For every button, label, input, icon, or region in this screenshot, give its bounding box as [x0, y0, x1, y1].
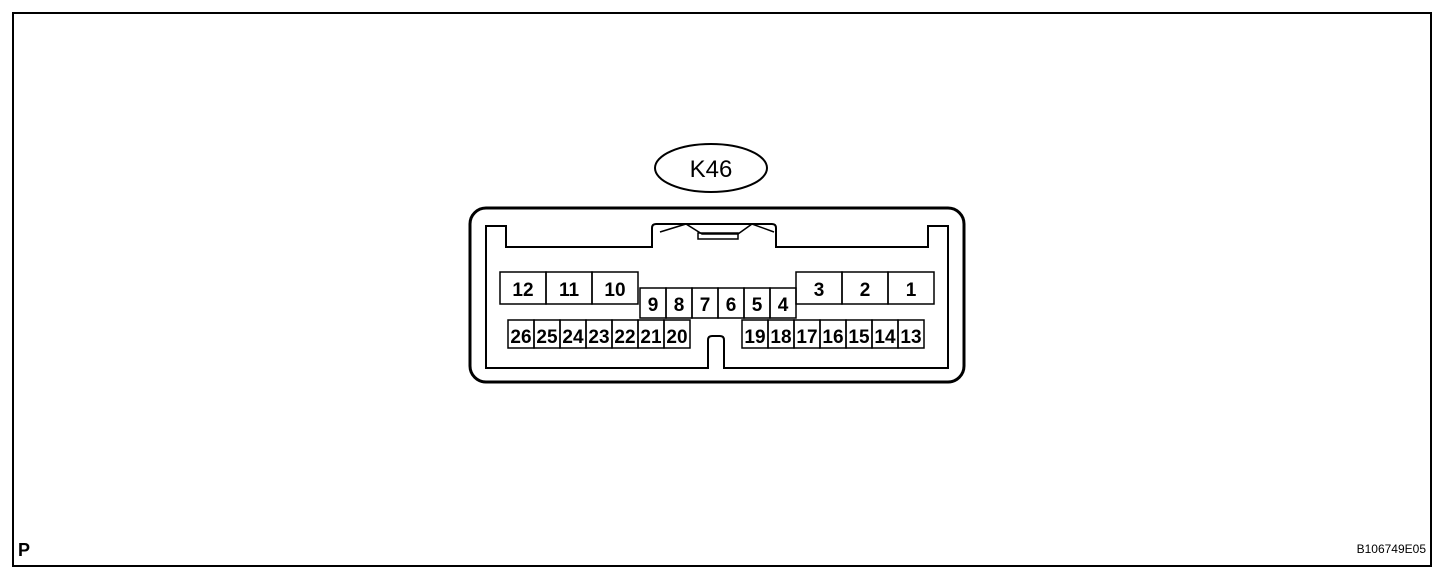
pin-row-top-right: 3 2 1	[795, 271, 935, 305]
connector-label-text: K46	[690, 156, 733, 183]
pin-cell	[663, 319, 691, 349]
pin-number-24: 24	[562, 327, 584, 348]
diagram-frame	[12, 12, 1432, 567]
connector-housing-outer	[468, 206, 966, 384]
pin-number-20: 20	[666, 327, 687, 348]
pin-number-5: 5	[752, 295, 763, 316]
pin-number-15: 15	[848, 327, 870, 348]
pin-number-22: 22	[614, 327, 635, 348]
pin-number-3: 3	[814, 280, 825, 301]
pin-row-top-left: 12 11 10	[499, 271, 639, 305]
pin-cell	[887, 271, 935, 305]
pin-number-9: 9	[648, 295, 659, 316]
figure-code: B106749E05	[1356, 542, 1426, 556]
pin-number-7: 7	[700, 295, 711, 316]
pin-number-16: 16	[822, 327, 843, 348]
pin-number-2: 2	[860, 280, 871, 301]
page-mark: P	[18, 540, 31, 560]
pin-number-18: 18	[770, 327, 791, 348]
pin-number-26: 26	[510, 327, 531, 348]
pin-number-19: 19	[744, 327, 765, 348]
connector-housing-inner	[485, 223, 949, 369]
pin-number-17: 17	[796, 327, 817, 348]
pin-number-21: 21	[640, 327, 662, 348]
pin-number-12: 12	[512, 280, 533, 301]
pin-number-8: 8	[674, 295, 685, 316]
pin-number-23: 23	[588, 327, 609, 348]
pin-number-10: 10	[604, 280, 625, 301]
connector-latch	[659, 223, 775, 240]
connector-label: K46	[654, 143, 768, 193]
pin-number-11: 11	[559, 280, 580, 301]
pin-cell	[897, 319, 925, 349]
pin-number-4: 4	[778, 295, 789, 316]
pin-number-1: 1	[906, 280, 917, 301]
pin-number-25: 25	[536, 327, 558, 348]
pin-cell	[591, 271, 639, 305]
pin-number-6: 6	[726, 295, 737, 316]
pin-number-14: 14	[874, 327, 896, 348]
pin-number-13: 13	[900, 327, 921, 348]
